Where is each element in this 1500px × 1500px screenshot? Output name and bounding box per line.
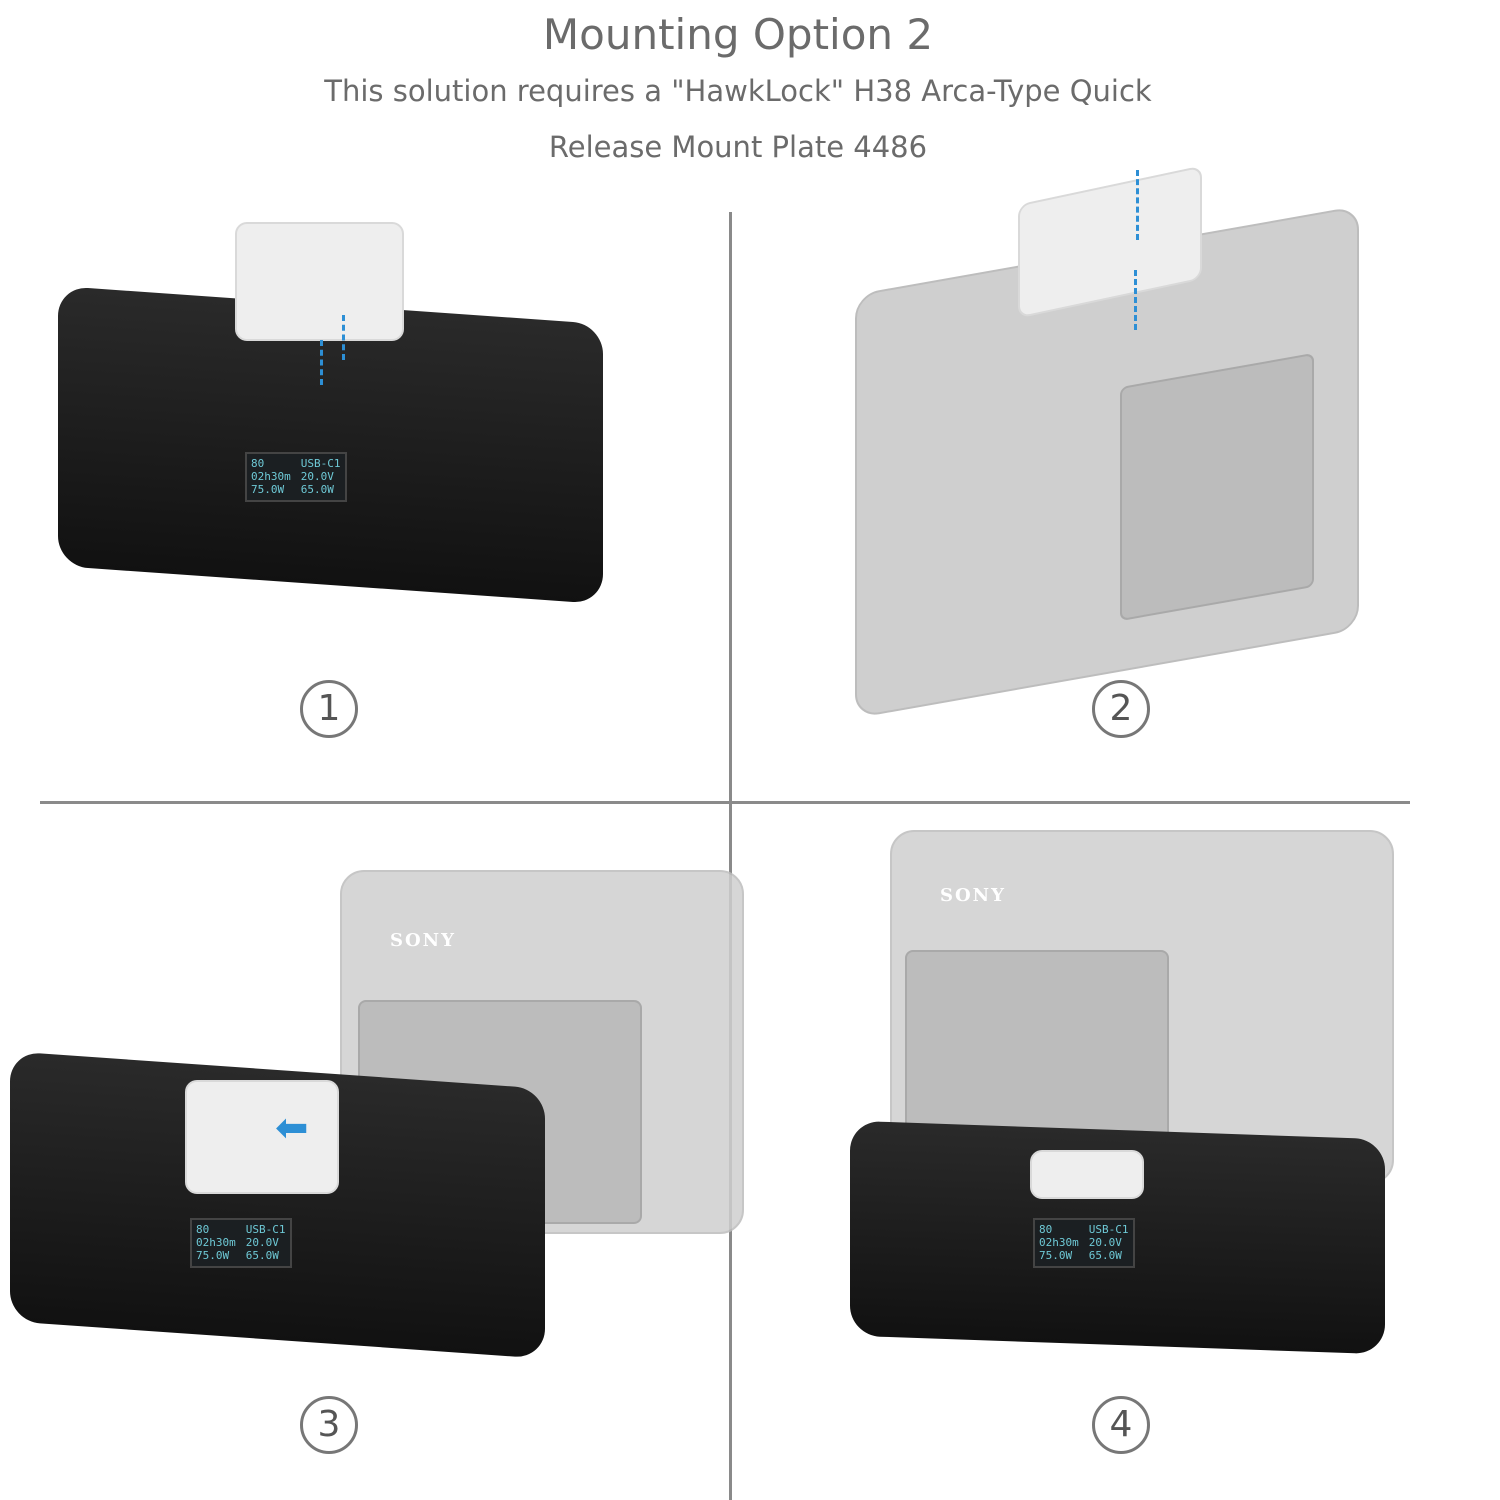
battery-display: 80 USB-C1 02h30m 20.0V 75.0W 65.0W — [190, 1218, 292, 1268]
time-remaining: 02h30m — [251, 470, 291, 483]
power-in: 75.0W — [251, 483, 285, 496]
screw-arrow-icon — [342, 315, 345, 360]
port-label: USB-C1 — [245, 1223, 286, 1236]
quick-release-plate — [185, 1080, 339, 1194]
port-label: USB-C1 — [1088, 1223, 1129, 1236]
battery-display: 80 USB-C1 02h30m 20.0V 75.0W 65.0W — [1033, 1218, 1135, 1268]
battery-level: 80 — [251, 457, 265, 470]
page-title: Mounting Option 2 — [542, 10, 934, 59]
step-number-4: 4 — [1092, 1396, 1150, 1454]
quick-release-plate — [1030, 1150, 1144, 1199]
step-number-1: 1 — [300, 680, 358, 738]
camera-brand: SONY — [390, 930, 456, 951]
battery-level: 80 — [1039, 1223, 1053, 1236]
screw-arrow-icon — [320, 340, 323, 385]
power-in: 75.0W — [1039, 1249, 1073, 1262]
step-number-2: 2 — [1092, 680, 1150, 738]
subtitle-line-2: Release Mount Plate 4486 — [548, 130, 928, 164]
horizontal-divider — [40, 801, 1410, 804]
power-out: 65.0W — [1088, 1249, 1122, 1262]
power-out: 65.0W — [245, 1249, 279, 1262]
power-in: 75.0W — [196, 1249, 230, 1262]
time-remaining: 02h30m — [196, 1236, 236, 1249]
voltage: 20.0V — [1088, 1236, 1122, 1249]
voltage: 20.0V — [245, 1236, 279, 1249]
time-remaining: 02h30m — [1039, 1236, 1079, 1249]
power-out: 65.0W — [300, 483, 334, 496]
vertical-divider — [729, 212, 732, 1500]
battery-display: 80 USB-C1 02h30m 20.0V 75.0W 65.0W — [245, 452, 347, 502]
voltage: 20.0V — [300, 470, 334, 483]
quick-release-plate — [235, 222, 404, 341]
screw-arrow-icon — [1134, 270, 1137, 330]
camera-screen — [905, 950, 1169, 1154]
port-label: USB-C1 — [300, 457, 341, 470]
subtitle-line-1: This solution requires a "HawkLock" H38 … — [324, 74, 1152, 108]
battery-level: 80 — [196, 1223, 210, 1236]
screw-arrow-icon — [1136, 170, 1139, 240]
camera-brand: SONY — [940, 885, 1006, 906]
step-number-3: 3 — [300, 1396, 358, 1454]
slide-arrow-icon: ⬅ — [275, 1105, 309, 1151]
camera-screen — [1120, 352, 1314, 622]
